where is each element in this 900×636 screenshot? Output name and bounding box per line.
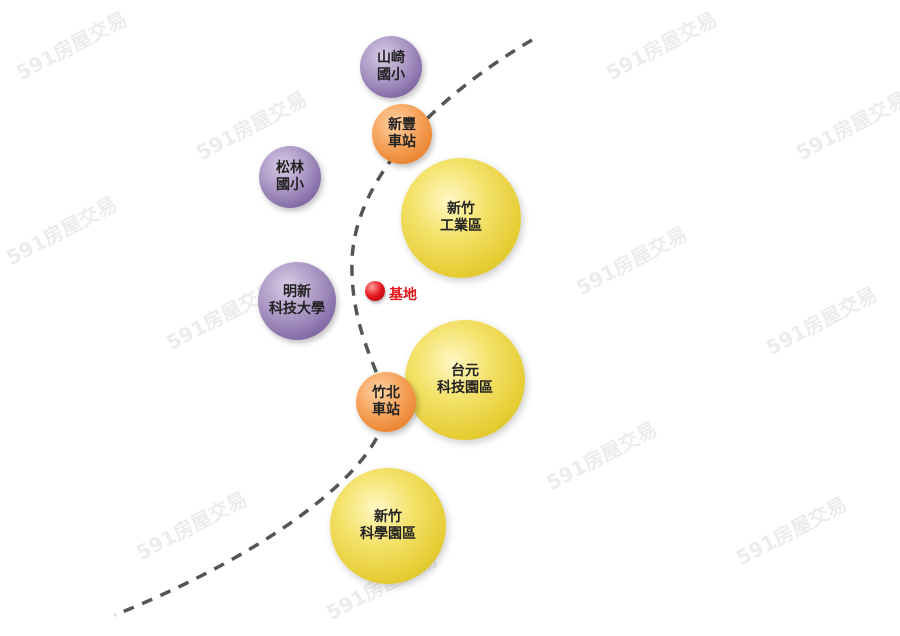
node-label: 台元 <box>451 362 479 379</box>
hsinchu-science-park: 新竹 科學園區 <box>330 468 446 584</box>
mingxin-university: 明新 科技大學 <box>258 262 336 340</box>
node-label: 明新 <box>283 283 311 300</box>
node-label: 工業區 <box>440 218 482 234</box>
hsinchu-industrial-park: 新竹 工業區 <box>401 158 521 278</box>
node-label: 山崎 <box>377 49 405 66</box>
node-label: 竹北 <box>372 384 400 401</box>
shanqi-elementary-school: 山崎 國小 <box>360 36 422 98</box>
node-label: 車站 <box>372 402 400 418</box>
node-label: 松林 <box>276 159 304 176</box>
node-label: 國小 <box>276 177 304 193</box>
node-label: 國小 <box>377 67 405 83</box>
site-label: 基地 <box>389 287 417 303</box>
songlin-elementary-school: 松林 國小 <box>259 146 321 208</box>
node-label: 新竹 <box>374 508 402 525</box>
node-label: 車站 <box>388 134 416 150</box>
xinfeng-station: 新豐 車站 <box>372 104 432 164</box>
node-label: 科技園區 <box>437 380 493 396</box>
node-label: 新竹 <box>447 200 475 217</box>
node-label: 科學園區 <box>360 526 416 542</box>
site-marker-icon <box>365 281 385 301</box>
taiyuan-science-park: 台元 科技園區 <box>405 320 525 440</box>
node-label: 科技大學 <box>269 301 325 317</box>
node-label: 新豐 <box>388 116 416 133</box>
zhubei-station: 竹北 車站 <box>356 372 416 432</box>
